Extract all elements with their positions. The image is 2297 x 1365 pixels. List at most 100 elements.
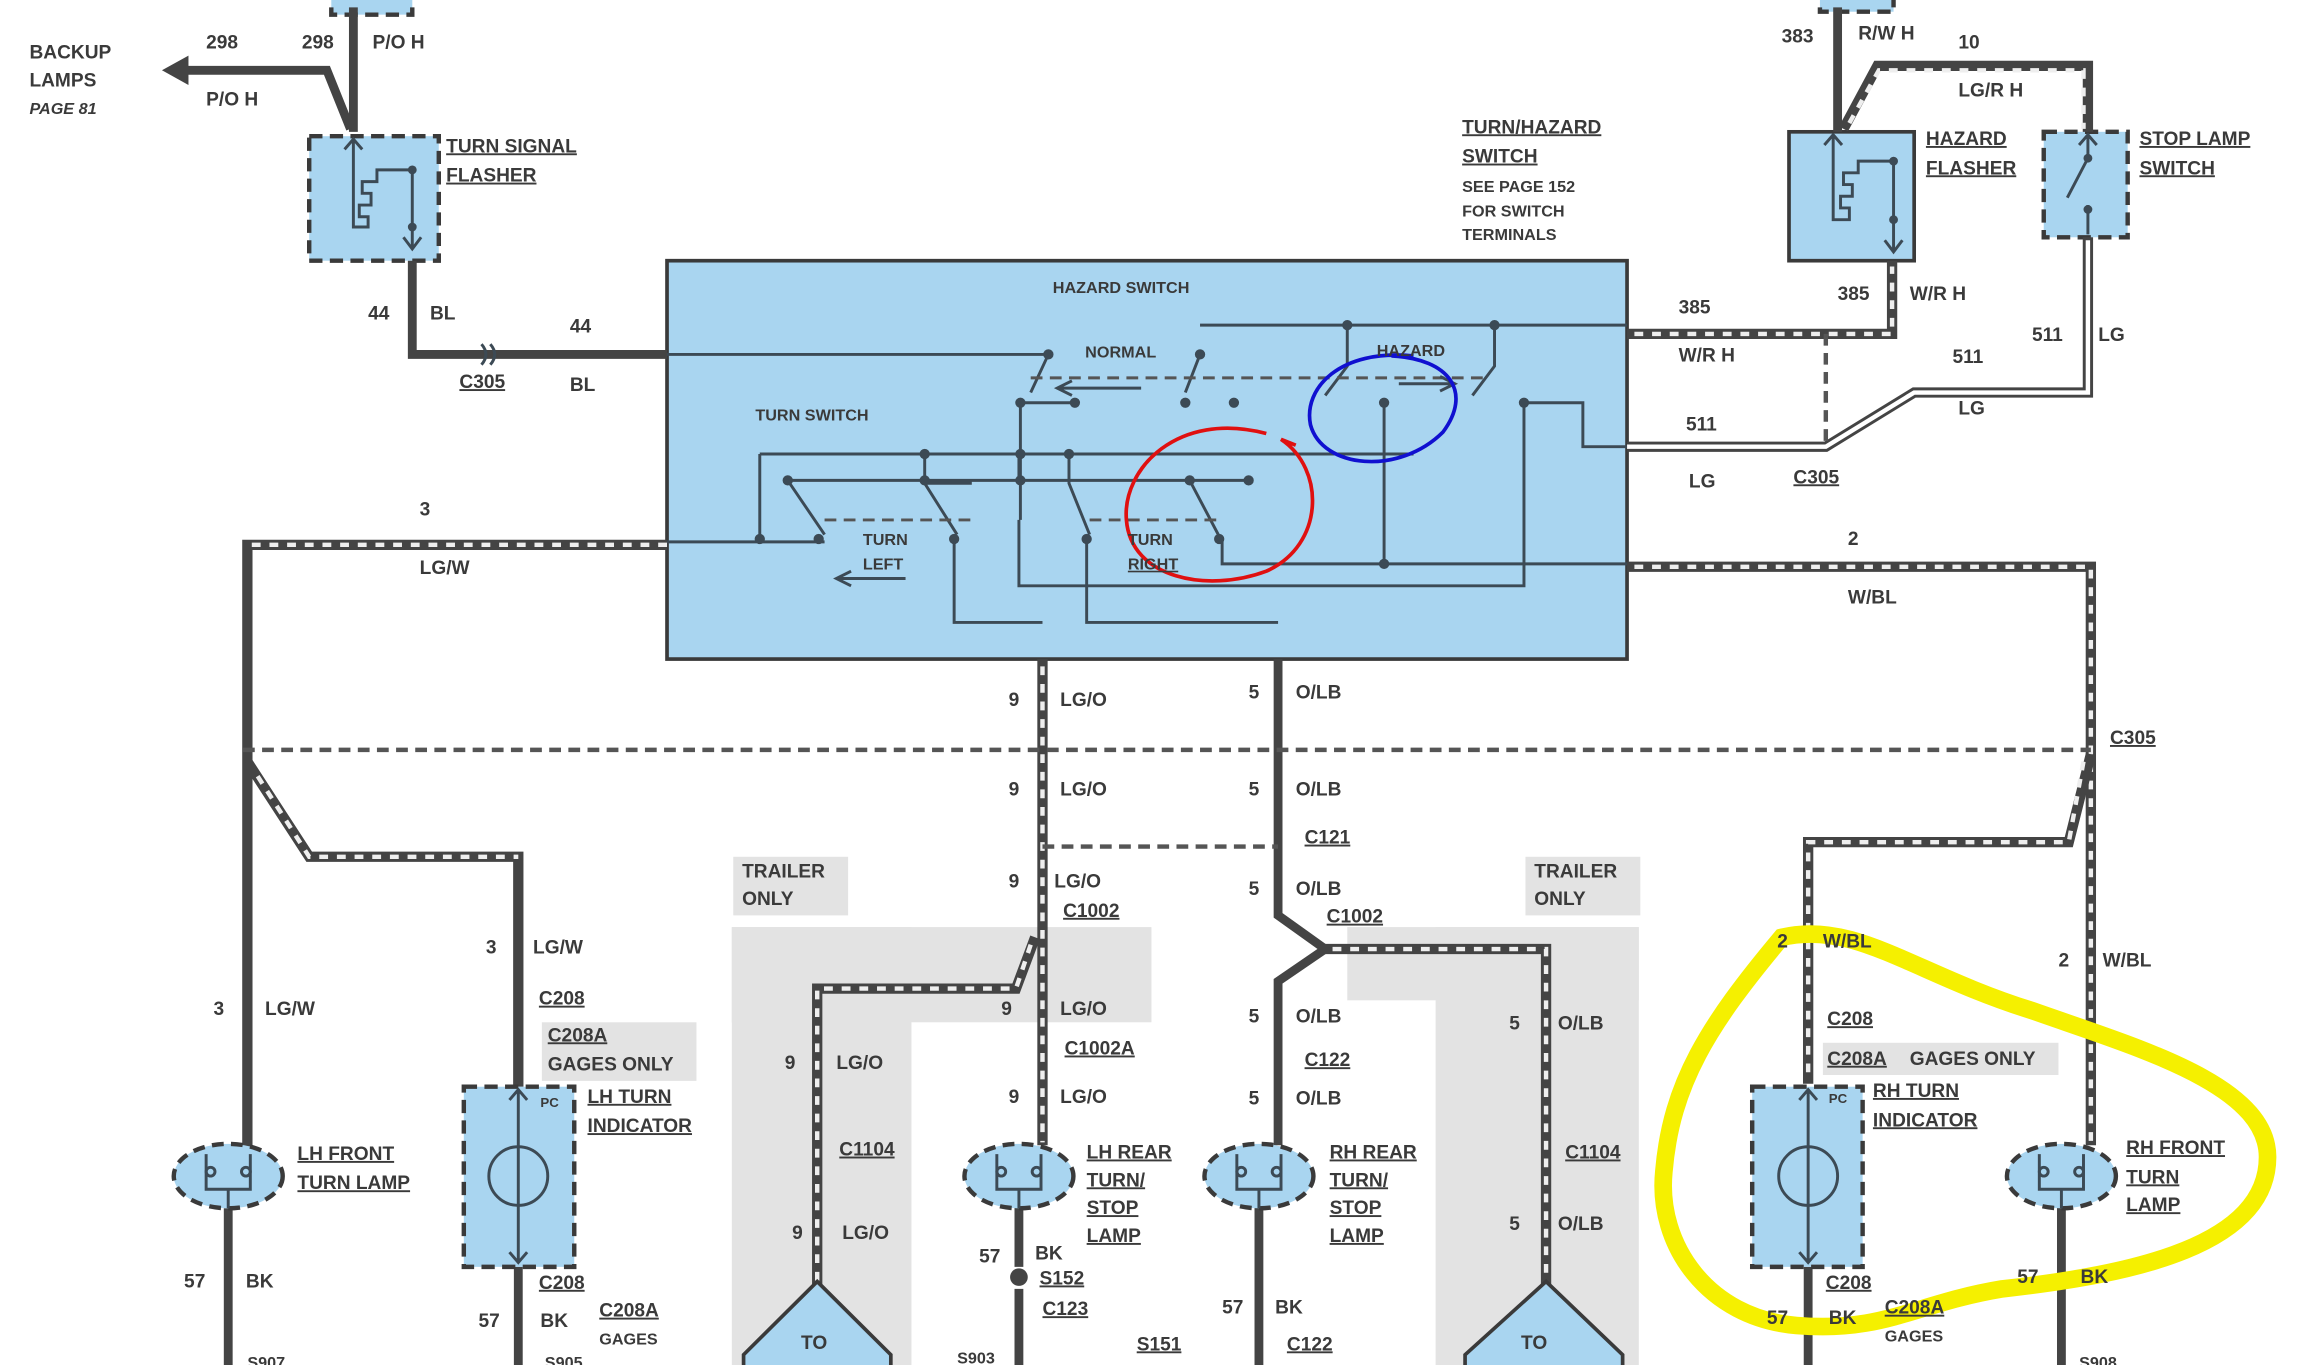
connectors-c208-label: C208 [539,1273,585,1294]
connectors-gages-label: GAGES [599,1331,658,1349]
circuits-c57-color-label: BK [1035,1244,1063,1265]
components-turn-right-line2-label: RIGHT [1128,556,1178,574]
to-trailer-left-icon [741,1278,893,1365]
lh-front-turn-lamp-icon [171,1141,285,1211]
connectors-c122-label: C122 [1305,1050,1351,1071]
circuits-c57-color-label: BK [1829,1308,1857,1329]
circuits-c385-color-label: W/R H [1679,346,1735,367]
circuits-c5-color-label: O/LB [1296,779,1342,800]
lh-rear-lamp-icon [962,1141,1076,1211]
circuits-c298-color-label: P/O H [206,89,258,110]
upper-component-right [1817,0,1896,14]
components-to-trailer-label: TO [801,1333,827,1354]
rh-rear-lamp-icon [1202,1141,1316,1211]
flasher-symbol-icon [343,136,423,252]
gages-only-shade-lh [541,1022,697,1081]
connectors-s908-label: S908 [2079,1354,2117,1365]
wire-385 [1627,260,1898,340]
circuits-c5-color-label: O/LB [1296,1006,1342,1027]
components-turn-left-line2-label: LEFT [863,556,904,574]
components-to-trailer-label: TO [1521,1333,1547,1354]
components-turn-hazard-switch-note1-label: SEE PAGE 152 [1462,178,1575,196]
connectors-c208-label: C208 [539,989,585,1010]
components-turn-right-line1-label: TURN [1128,531,1173,549]
connector-c305-mark [480,343,497,366]
circuits-c385-color-label: W/R H [1910,284,1966,305]
circuits-c3-color-label: LG/W [265,999,315,1020]
circuits-c57-number-label: 57 [1767,1308,1788,1329]
components-backup-lamps-line2-label: LAMPS [29,70,96,91]
components-hazard-switch-label: HAZARD SWITCH [1053,279,1190,297]
circuits-c5-number-label: 5 [1509,1214,1520,1235]
circuits-c44-number-label: 44 [570,317,592,338]
components-rh-front-turn-lamp-line2-label: TURN [2126,1167,2179,1188]
components-lh-turn-indicator-line1-label: LH TURN [588,1087,672,1108]
components-pc-label: PC [1829,1091,1848,1106]
circuits-c57-color-label: BK [246,1271,274,1292]
blue-circle-annotation [1307,353,1458,464]
circuits-c5-number-label: 5 [1249,779,1260,800]
circuits-c5-color-label: O/LB [1558,1014,1604,1035]
connectors-c305-label: C305 [2110,728,2156,749]
circuits-c5-color-label: O/LB [1296,879,1342,900]
rh-front-turn-lamp-icon [2004,1141,2119,1211]
wire-10 [1838,60,2094,132]
connectors-c1104-label: C1104 [839,1140,895,1161]
components-trailer-only-line1-label: TRAILER [1534,861,1617,882]
connectors-s907-label: S907 [247,1354,285,1365]
components-stop-lamp-switch-line1-label: STOP LAMP [2139,129,2250,150]
circuits-c9-color-label: LG/O [1060,1087,1107,1108]
circuits-c57-number-label: 57 [184,1271,205,1292]
circuits-c5-number-label: 5 [1249,683,1260,704]
components-rh-rear-lamp-line2-label: TURN/ [1330,1170,1389,1191]
components-turn-left-line1-label: TURN [863,531,908,549]
components-trailer-only-line2-label: ONLY [742,889,794,910]
circuits-c298-number-label: 298 [302,32,334,53]
stop-lamp-switch-contact-icon [2065,132,2098,235]
connectors-c305-label: C305 [1793,467,1839,488]
connectors-s903-label: S903 [957,1350,995,1365]
wire-44 [407,260,668,359]
circuits-c57-color-label: BK [540,1311,568,1332]
circuits-c383-color-label: R/W H [1858,24,1914,45]
wire-9 [812,659,1048,1289]
circuits-c9-number-label: 9 [1009,1087,1020,1108]
stop-lamp-switch-box [2041,129,2130,240]
circuits-c44-number-label: 44 [368,303,390,324]
circuits-c9-number-label: 9 [1001,999,1012,1020]
connectors-s152-label: S152 [1040,1268,1085,1289]
circuits-c298-number-label: 298 [206,32,238,53]
connectors-gages-only-label: GAGES ONLY [1910,1049,2036,1070]
circuits-c298-color-label: P/O H [373,32,425,53]
red-circle-annotation [1124,426,1315,583]
circuits-c5-number-label: 5 [1509,1014,1520,1035]
circuits-c9-color-label: LG/O [1054,872,1101,893]
connectors-c123-label: C123 [1042,1299,1088,1320]
components-lh-rear-lamp-line4-label: LAMP [1087,1226,1141,1247]
switch-internals [667,320,1628,624]
circuits-c44-color-label: BL [430,303,456,324]
components-turn-hazard-switch-line2-label: SWITCH [1462,147,1537,168]
circuits-c2-number-label: 2 [1848,529,1859,550]
circuits-c2-number-label: 2 [1777,932,1788,953]
circuits-c2-color-label: W/BL [2103,951,2152,972]
wire-57-ground [223,1203,2066,1365]
circuits-c3-number-label: 3 [486,937,497,958]
connectors-c1104-label: C1104 [1565,1143,1621,1164]
circuits-c57-number-label: 57 [2017,1267,2038,1288]
components-rh-front-turn-lamp-line3-label: LAMP [2126,1195,2180,1216]
wire-3 [242,539,668,1150]
splice-s152-icon [1010,1268,1028,1286]
components-hazard-flasher-line2-label: FLASHER [1926,158,2017,179]
connectors-s905-label: S905 [545,1354,583,1365]
connectors-gages-only-label: GAGES ONLY [548,1055,674,1076]
circuits-c9-color-label: LG/O [1060,690,1107,711]
circuits-c57-color-label: BK [1275,1298,1303,1319]
circuits-c2-color-label: W/BL [1848,587,1897,608]
circuits-c383-number-label: 383 [1782,27,1814,48]
circuits-c5-color-label: O/LB [1558,1214,1604,1235]
circuits-c511-number-label: 511 [1952,347,1983,368]
circuits-c5-color-label: O/LB [1296,683,1342,704]
circuits-c9-color-label: LG/O [842,1223,889,1244]
components-turn-signal-flasher-line1-label: TURN SIGNAL [446,136,577,157]
